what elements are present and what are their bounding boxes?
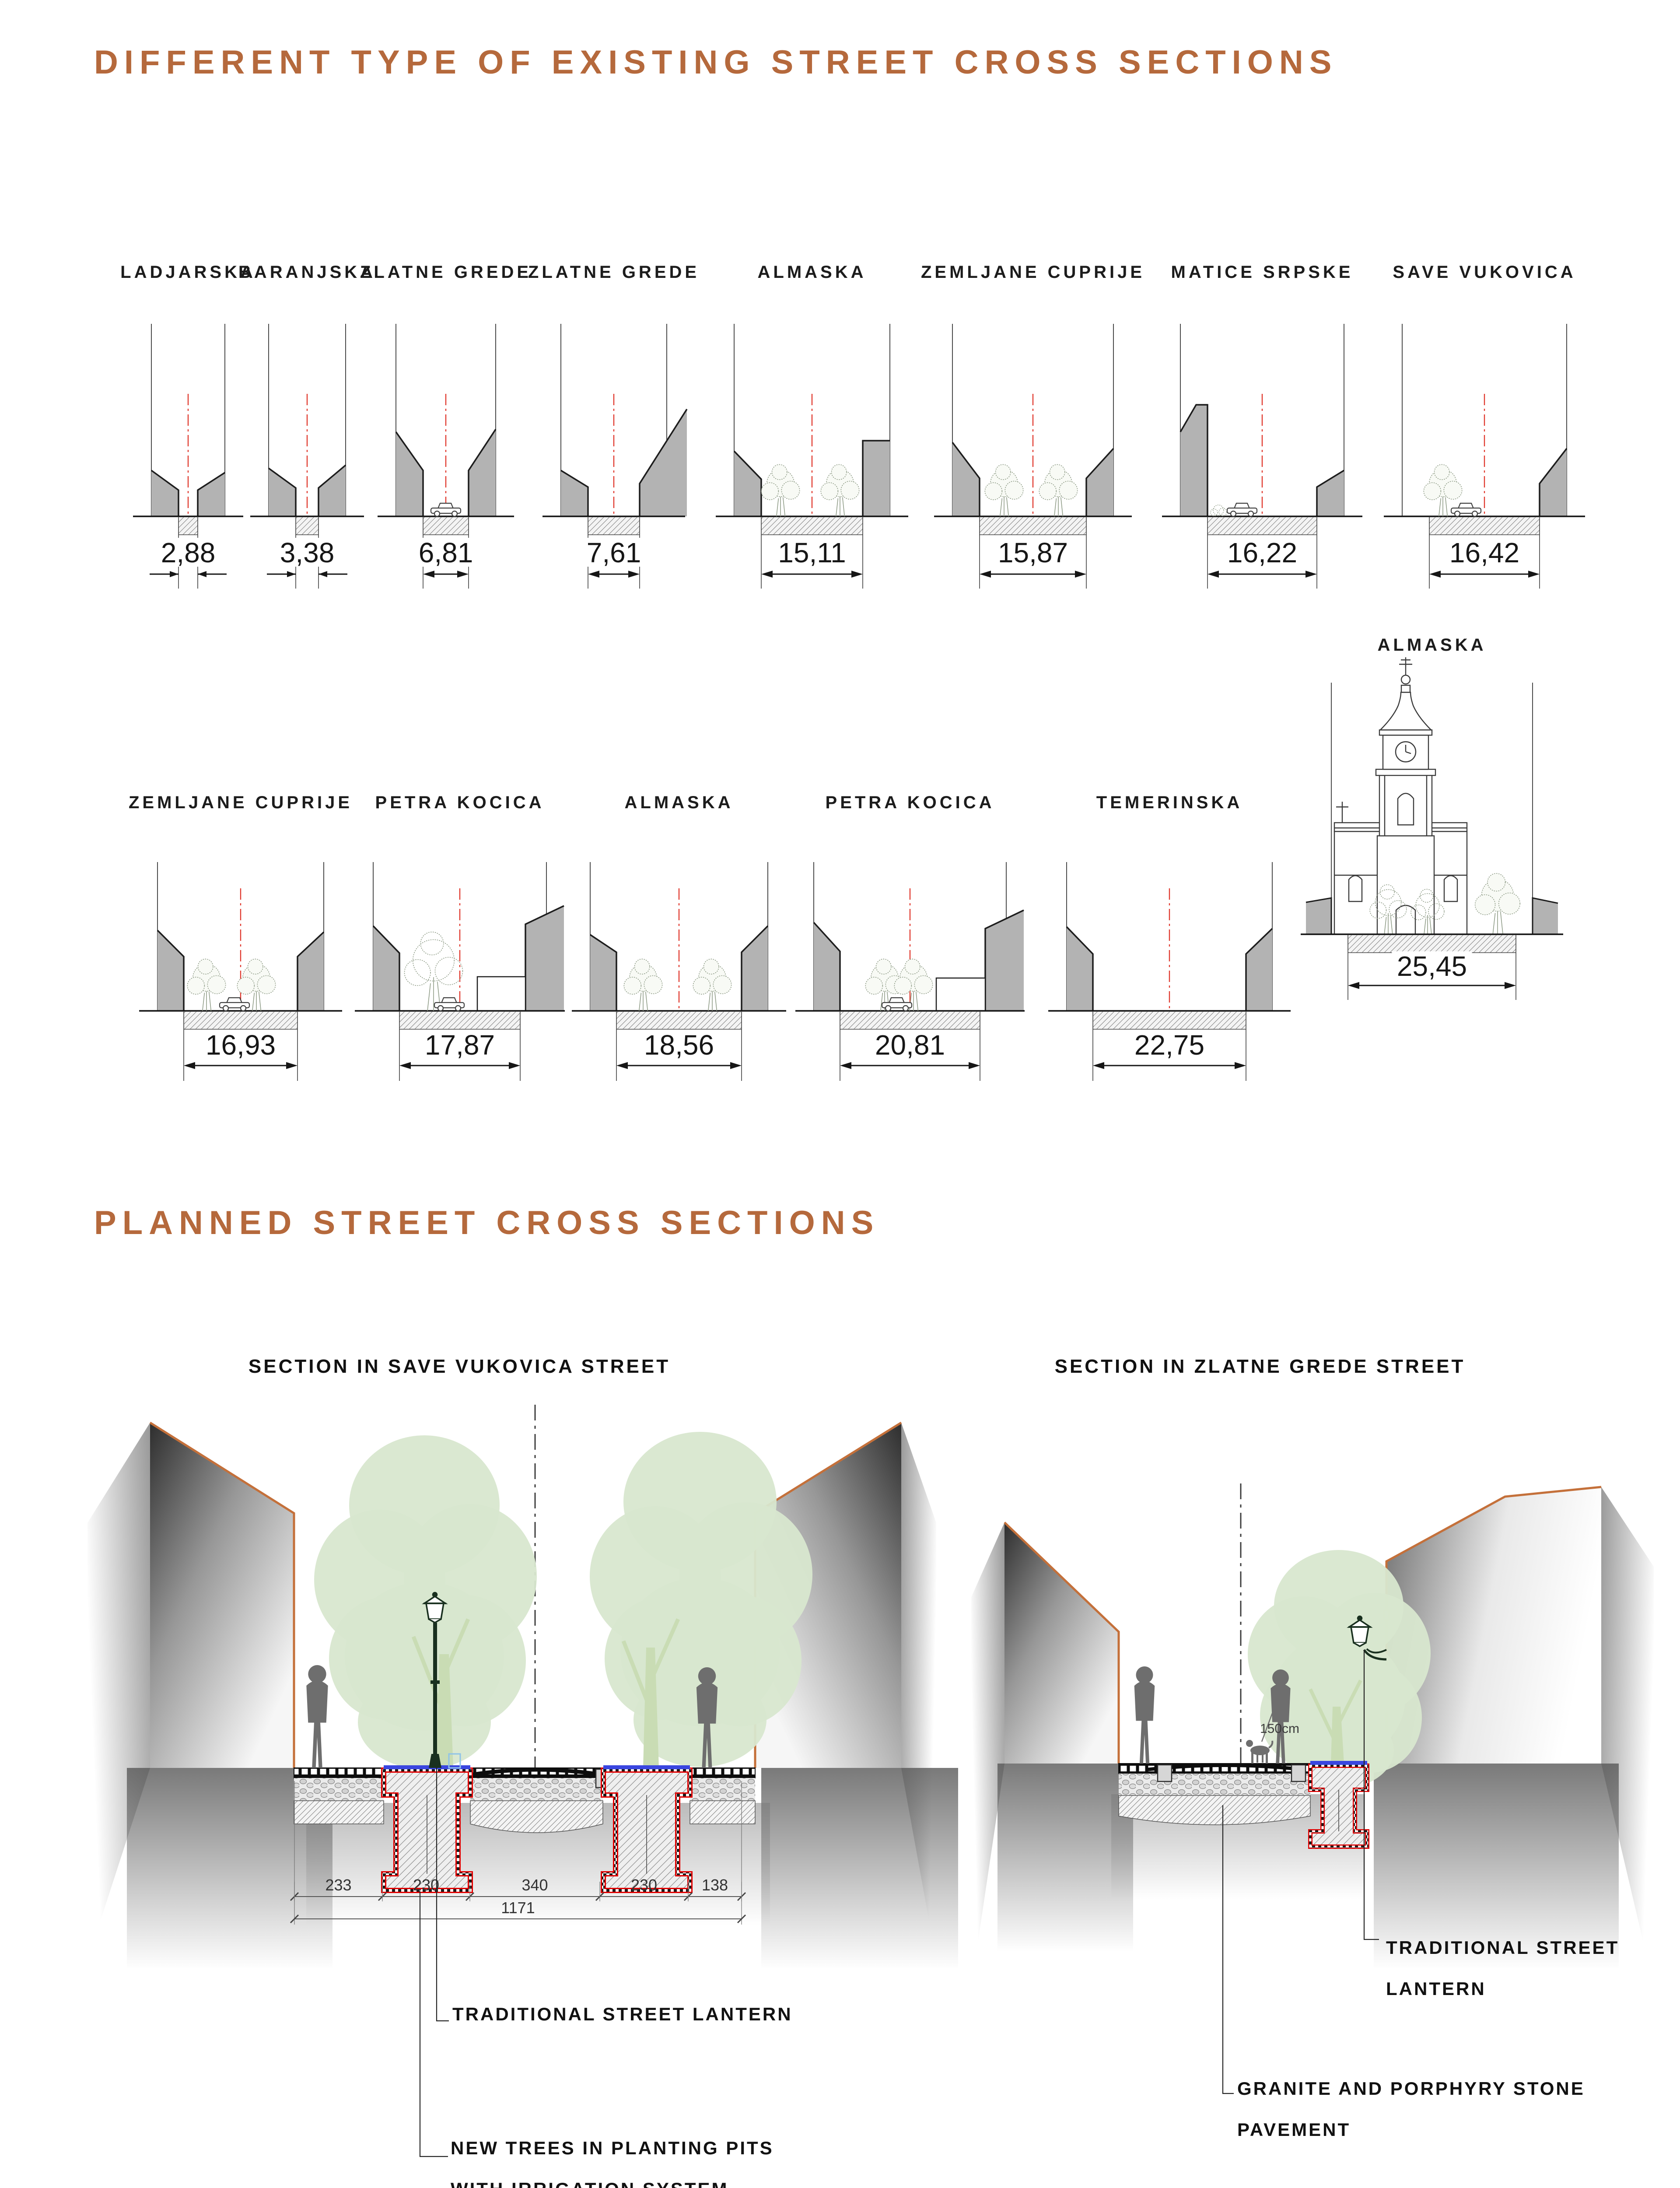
planting-pit xyxy=(1308,1761,1369,1849)
cross-section-drawing: 7,61 xyxy=(542,324,688,589)
drain-box xyxy=(1157,1764,1172,1782)
annotation-text: WITH IRRIGATION SYSTEM xyxy=(451,2179,729,2188)
planned-left-header: SECTION IN SAVE VUKOVICA STREET xyxy=(248,1356,671,1377)
svg-text:20,81: 20,81 xyxy=(875,1029,945,1061)
leader-lines xyxy=(419,1768,449,2157)
street-name-label: LADJARSKA xyxy=(120,263,256,282)
svg-text:18,56: 18,56 xyxy=(644,1029,714,1061)
street-name-label: SAVE VUKOVICA xyxy=(1393,263,1576,282)
street-lantern-icon xyxy=(1347,1615,1373,1648)
annotation-text: TRADITIONAL STREET LANTERN xyxy=(452,2004,793,2024)
pedestrian-silhouette xyxy=(1134,1666,1155,1764)
svg-text:3,38: 3,38 xyxy=(280,537,335,568)
existing-sections-title: DIFFERENT TYPE OF EXISTING STREET CROSS … xyxy=(94,43,1338,81)
cross-section-drawing: 22,75 xyxy=(1048,862,1291,1081)
leader-lines xyxy=(1222,1650,1379,2094)
street-lantern xyxy=(422,1592,448,1768)
svg-text:7,61: 7,61 xyxy=(587,537,641,568)
planting-pit xyxy=(381,1765,473,1893)
wall-lantern xyxy=(1347,1615,1387,1661)
child-height-label: 150cm xyxy=(1260,1722,1299,1736)
planned-sections-title: PLANNED STREET CROSS SECTIONS xyxy=(94,1204,880,1241)
cross-section-drawing: 20,81 xyxy=(795,862,1025,1081)
svg-text:340: 340 xyxy=(522,1876,548,1894)
pavement xyxy=(1118,1763,1311,1825)
svg-text:2,88: 2,88 xyxy=(161,537,216,568)
street-lantern-icon xyxy=(422,1592,448,1624)
street-name-label: MATICE SRPSKE xyxy=(1171,263,1354,282)
pedestrian-silhouette xyxy=(696,1667,718,1768)
pedestrian-silhouette xyxy=(1270,1669,1291,1764)
annotation-text: LANTERN xyxy=(1386,1978,1486,1999)
svg-text:15,87: 15,87 xyxy=(998,537,1068,568)
svg-text:22,75: 22,75 xyxy=(1134,1029,1204,1061)
street-name-label: ZLATNE GREDE xyxy=(528,263,700,282)
street-name-label: ZEMLJANE CUPRIJE xyxy=(128,793,353,812)
svg-text:230: 230 xyxy=(631,1876,657,1894)
planned-section-save-vukovica: 233 230 340 230 138 1171 xyxy=(88,1405,958,2157)
hydrant-marker xyxy=(448,1753,461,1769)
cross-section-drawing: 15,11 xyxy=(716,324,908,589)
svg-text:16,93: 16,93 xyxy=(206,1029,276,1061)
svg-text:17,87: 17,87 xyxy=(425,1029,495,1061)
cross-section-drawing: 25,45 xyxy=(1301,657,1563,1000)
cross-section-drawing: 3,38 xyxy=(250,324,364,589)
svg-text:16,42: 16,42 xyxy=(1449,537,1519,568)
planned-section-zlatne-grede: 150cm xyxy=(971,1483,1654,2094)
svg-text:16,22: 16,22 xyxy=(1227,537,1297,568)
street-name-label: ALMASKA xyxy=(624,793,734,812)
dimension-chain: 233 230 340 230 138 1171 xyxy=(290,1781,746,1925)
pavement xyxy=(294,1767,756,1833)
annotation-text: TRADITIONAL STREET xyxy=(1386,1937,1620,1958)
dog-silhouette xyxy=(1246,1740,1274,1764)
annotation-text: GRANITE AND PORPHYRY STONE xyxy=(1237,2078,1585,2099)
cross-section-drawing: 16,22 xyxy=(1162,324,1362,589)
cross-section-drawing: 2,88 xyxy=(133,324,243,589)
building-left xyxy=(149,1421,295,1768)
street-name-label: ALMASKA xyxy=(1377,635,1487,655)
cross-section-drawing: 17,87 xyxy=(355,862,565,1081)
church-elevation xyxy=(1334,657,1468,935)
svg-text:6,81: 6,81 xyxy=(419,537,473,568)
annotation-new-trees: NEW TREES IN PLANTING PITS WITH IRRIGATI… xyxy=(451,2128,774,2188)
street-name-label: ZLATNE GREDE xyxy=(360,263,532,282)
cross-section-drawing: 16,93 xyxy=(139,862,342,1081)
svg-text:25,45: 25,45 xyxy=(1397,950,1467,982)
cross-section-drawing: 18,56 xyxy=(572,862,786,1081)
annotation-text: PAVEMENT xyxy=(1237,2119,1351,2140)
annotation-granite-pavement: GRANITE AND PORPHYRY STONE PAVEMENT xyxy=(1237,2068,1585,2150)
svg-text:230: 230 xyxy=(413,1876,439,1894)
street-name-label: TEMERINSKA xyxy=(1096,793,1243,812)
annotation-text: NEW TREES IN PLANTING PITS xyxy=(451,2138,774,2158)
drain-box xyxy=(1291,1764,1306,1782)
street-name-label: ALMASKA xyxy=(757,263,867,282)
cross-section-drawing: 6,81 xyxy=(378,324,514,589)
svg-text:233: 233 xyxy=(325,1876,351,1894)
planned-right-header: SECTION IN ZLATNE GREDE STREET xyxy=(1054,1356,1466,1377)
cross-section-drawing: 15,87 xyxy=(934,324,1132,589)
street-name-label: ZEMLJANE CUPRIJE xyxy=(920,263,1145,282)
building-left xyxy=(1004,1522,1120,1764)
street-name-label: BARANJSKA xyxy=(238,263,376,282)
cross-section-drawing: 16,42 xyxy=(1384,324,1585,589)
pedestrian-silhouette xyxy=(306,1665,328,1768)
street-name-label: PETRA KOCICA xyxy=(375,793,545,812)
annotation-lantern-right: TRADITIONAL STREET LANTERN xyxy=(1386,1927,1619,2009)
tree-right xyxy=(590,1432,812,1768)
svg-text:15,11: 15,11 xyxy=(778,537,846,568)
svg-text:1171: 1171 xyxy=(501,1899,535,1917)
street-name-label: PETRA KOCICA xyxy=(825,793,995,812)
annotation-lantern-left: TRADITIONAL STREET LANTERN xyxy=(452,1994,793,2035)
planting-pit xyxy=(601,1765,693,1893)
svg-text:138: 138 xyxy=(702,1876,728,1894)
